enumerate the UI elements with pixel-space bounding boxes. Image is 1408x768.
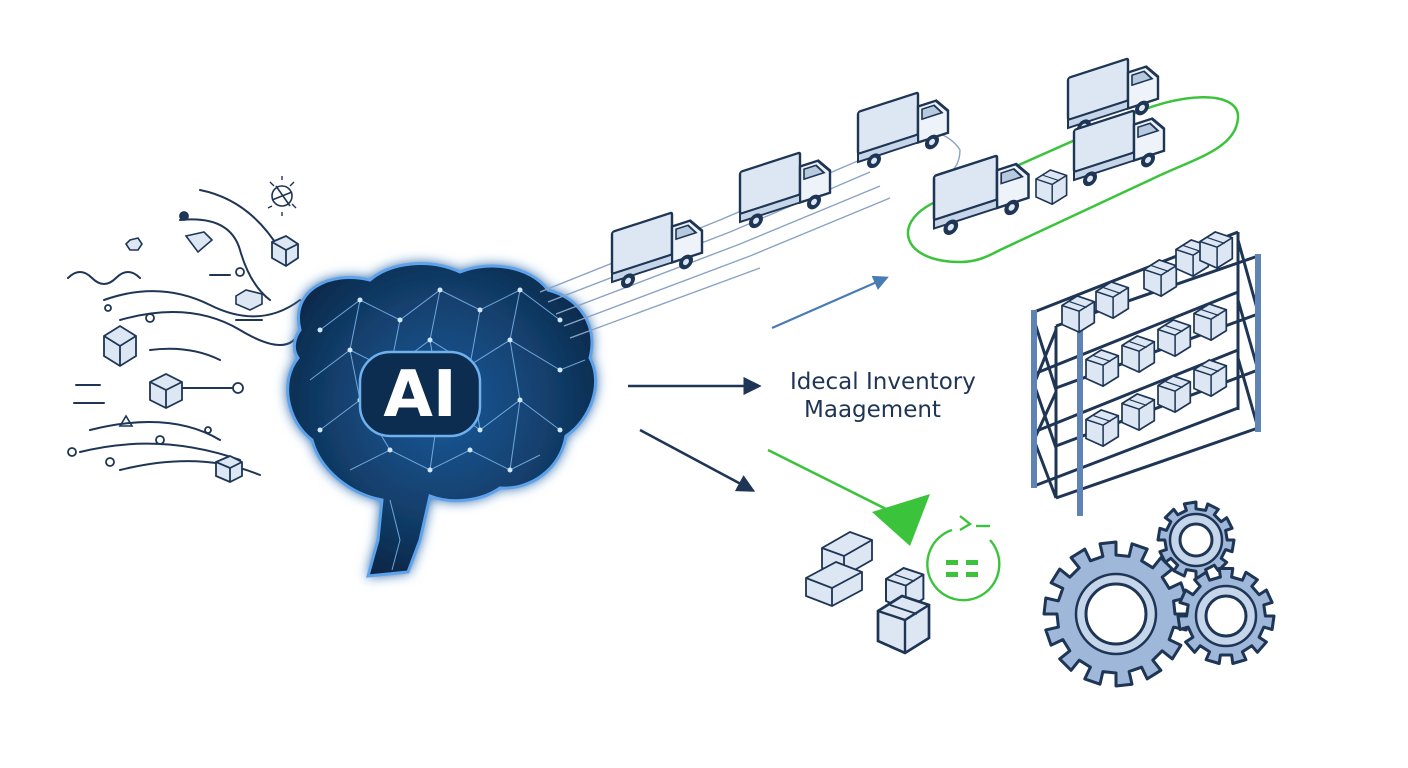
data-stream-doodles bbox=[67, 189, 301, 476]
gear-hole bbox=[1178, 522, 1214, 558]
caption-line-1: Idecal Inventory bbox=[790, 369, 976, 395]
hexagon-icon bbox=[124, 237, 143, 251]
shelf-boxes bbox=[1061, 231, 1234, 447]
box-icon bbox=[1095, 281, 1130, 319]
cube-icon bbox=[235, 289, 263, 311]
brain-icon: AI bbox=[286, 262, 598, 578]
atom-icon bbox=[267, 176, 297, 216]
truck-icon bbox=[856, 81, 950, 175]
box-icon bbox=[1121, 335, 1156, 373]
box-icon bbox=[876, 594, 931, 655]
triangle-icon bbox=[118, 414, 134, 427]
box-icon bbox=[1061, 295, 1096, 333]
box-icon bbox=[1121, 393, 1156, 431]
gear-hole bbox=[1084, 582, 1148, 646]
truck-icon bbox=[932, 143, 1030, 242]
speed-lines bbox=[539, 127, 961, 339]
gem-icon bbox=[184, 231, 214, 254]
green-arrow bbox=[767, 448, 930, 546]
box-icon bbox=[1193, 303, 1228, 341]
box-icon bbox=[1085, 349, 1120, 387]
truck-icon bbox=[738, 141, 832, 235]
box-icon bbox=[1035, 169, 1068, 206]
gears-group bbox=[1042, 500, 1276, 688]
ai-label: AI bbox=[383, 358, 456, 432]
box-icon bbox=[1085, 409, 1120, 447]
cube-icon bbox=[215, 455, 243, 483]
data-stream-dots bbox=[67, 211, 245, 467]
gear-hole bbox=[1204, 594, 1248, 638]
circle-arrow-icon bbox=[926, 515, 1001, 602]
arrow-to-trucks bbox=[771, 275, 889, 330]
cube-icon bbox=[103, 324, 137, 368]
delivery-loop bbox=[906, 96, 1240, 264]
caption-line-2: Maagement bbox=[804, 397, 941, 423]
box-icon bbox=[1157, 319, 1192, 357]
stock-blocks bbox=[805, 531, 873, 607]
cube-icon bbox=[271, 234, 299, 268]
arrow-to-stock bbox=[639, 428, 756, 492]
cube-icon bbox=[149, 372, 183, 410]
box-icon bbox=[1199, 231, 1234, 269]
